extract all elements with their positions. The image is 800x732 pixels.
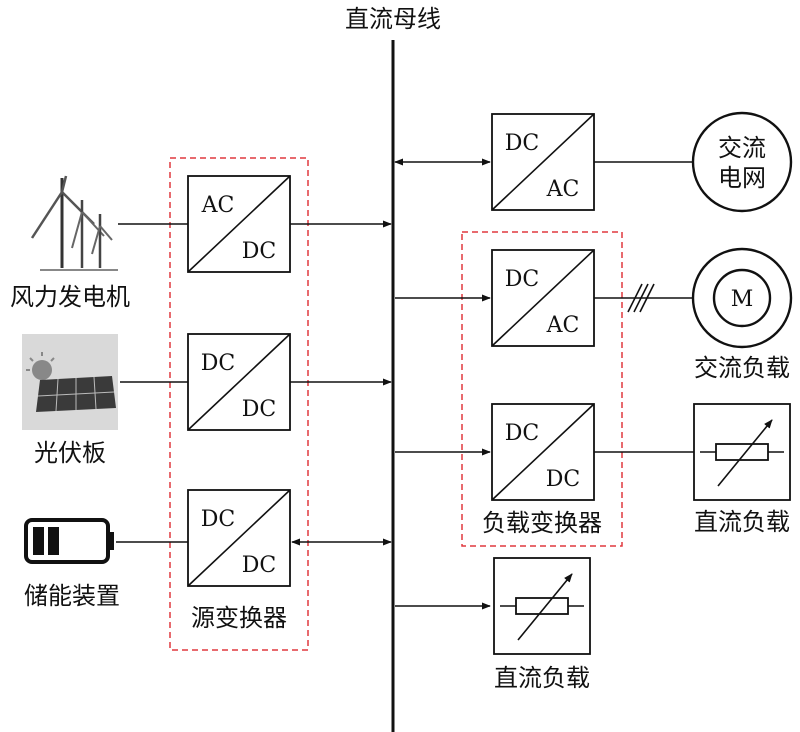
source-converter-ac-dc: AC DC (187, 175, 291, 273)
source-converter-group (169, 157, 309, 651)
converter-label: DC (242, 239, 276, 264)
converter-label: DC (201, 507, 235, 532)
grid-label-line1: 交流 (718, 134, 766, 162)
grid-converter-dc-ac: DC AC (491, 113, 595, 211)
source-converter-pv-dc-dc: DC DC (187, 333, 291, 431)
three-phase-slash-marks (627, 283, 655, 313)
converter-label: DC (242, 397, 276, 422)
converter-label: AC (546, 177, 580, 202)
converter-label: DC (505, 421, 539, 446)
bus-label: 直流母线 (345, 5, 441, 33)
solar-panel-icon (22, 334, 118, 430)
converter-label: AC (546, 313, 580, 338)
converter-label: DC (546, 467, 580, 492)
motor-symbol: M (731, 287, 754, 312)
converter-label: DC (505, 267, 539, 292)
grid-label-line2: 电网 (718, 164, 766, 192)
load-converter-group (461, 231, 623, 547)
source-converter-storage-dc-dc: DC DC (187, 489, 291, 587)
converter-label: DC (201, 351, 235, 376)
converter-label: DC (505, 131, 539, 156)
dc-load1-label: 直流负载 (694, 508, 790, 536)
battery-icon (24, 518, 114, 564)
converter-label: AC (201, 193, 235, 218)
ac-load-label: 交流负载 (694, 354, 790, 382)
load-converter-dc-dc: DC DC (491, 403, 595, 501)
pv-label: 光伏板 (34, 439, 106, 467)
wind-turbine-icon (30, 175, 118, 271)
load-converter-dc-ac: DC AC (491, 249, 595, 347)
dc-load2-label: 直流负载 (494, 664, 590, 692)
wind-label: 风力发电机 (10, 283, 130, 311)
variable-resistor-icon (493, 557, 591, 655)
variable-resistor-icon (693, 403, 791, 501)
ac-grid-circle: 交流 电网 (691, 111, 793, 213)
converter-label: DC (242, 553, 276, 578)
load-converter-group-label: 负载变换器 (482, 509, 602, 537)
ac-motor-icon: M (691, 247, 793, 349)
storage-label: 储能装置 (24, 582, 120, 610)
source-converter-group-label: 源变换器 (191, 604, 287, 632)
